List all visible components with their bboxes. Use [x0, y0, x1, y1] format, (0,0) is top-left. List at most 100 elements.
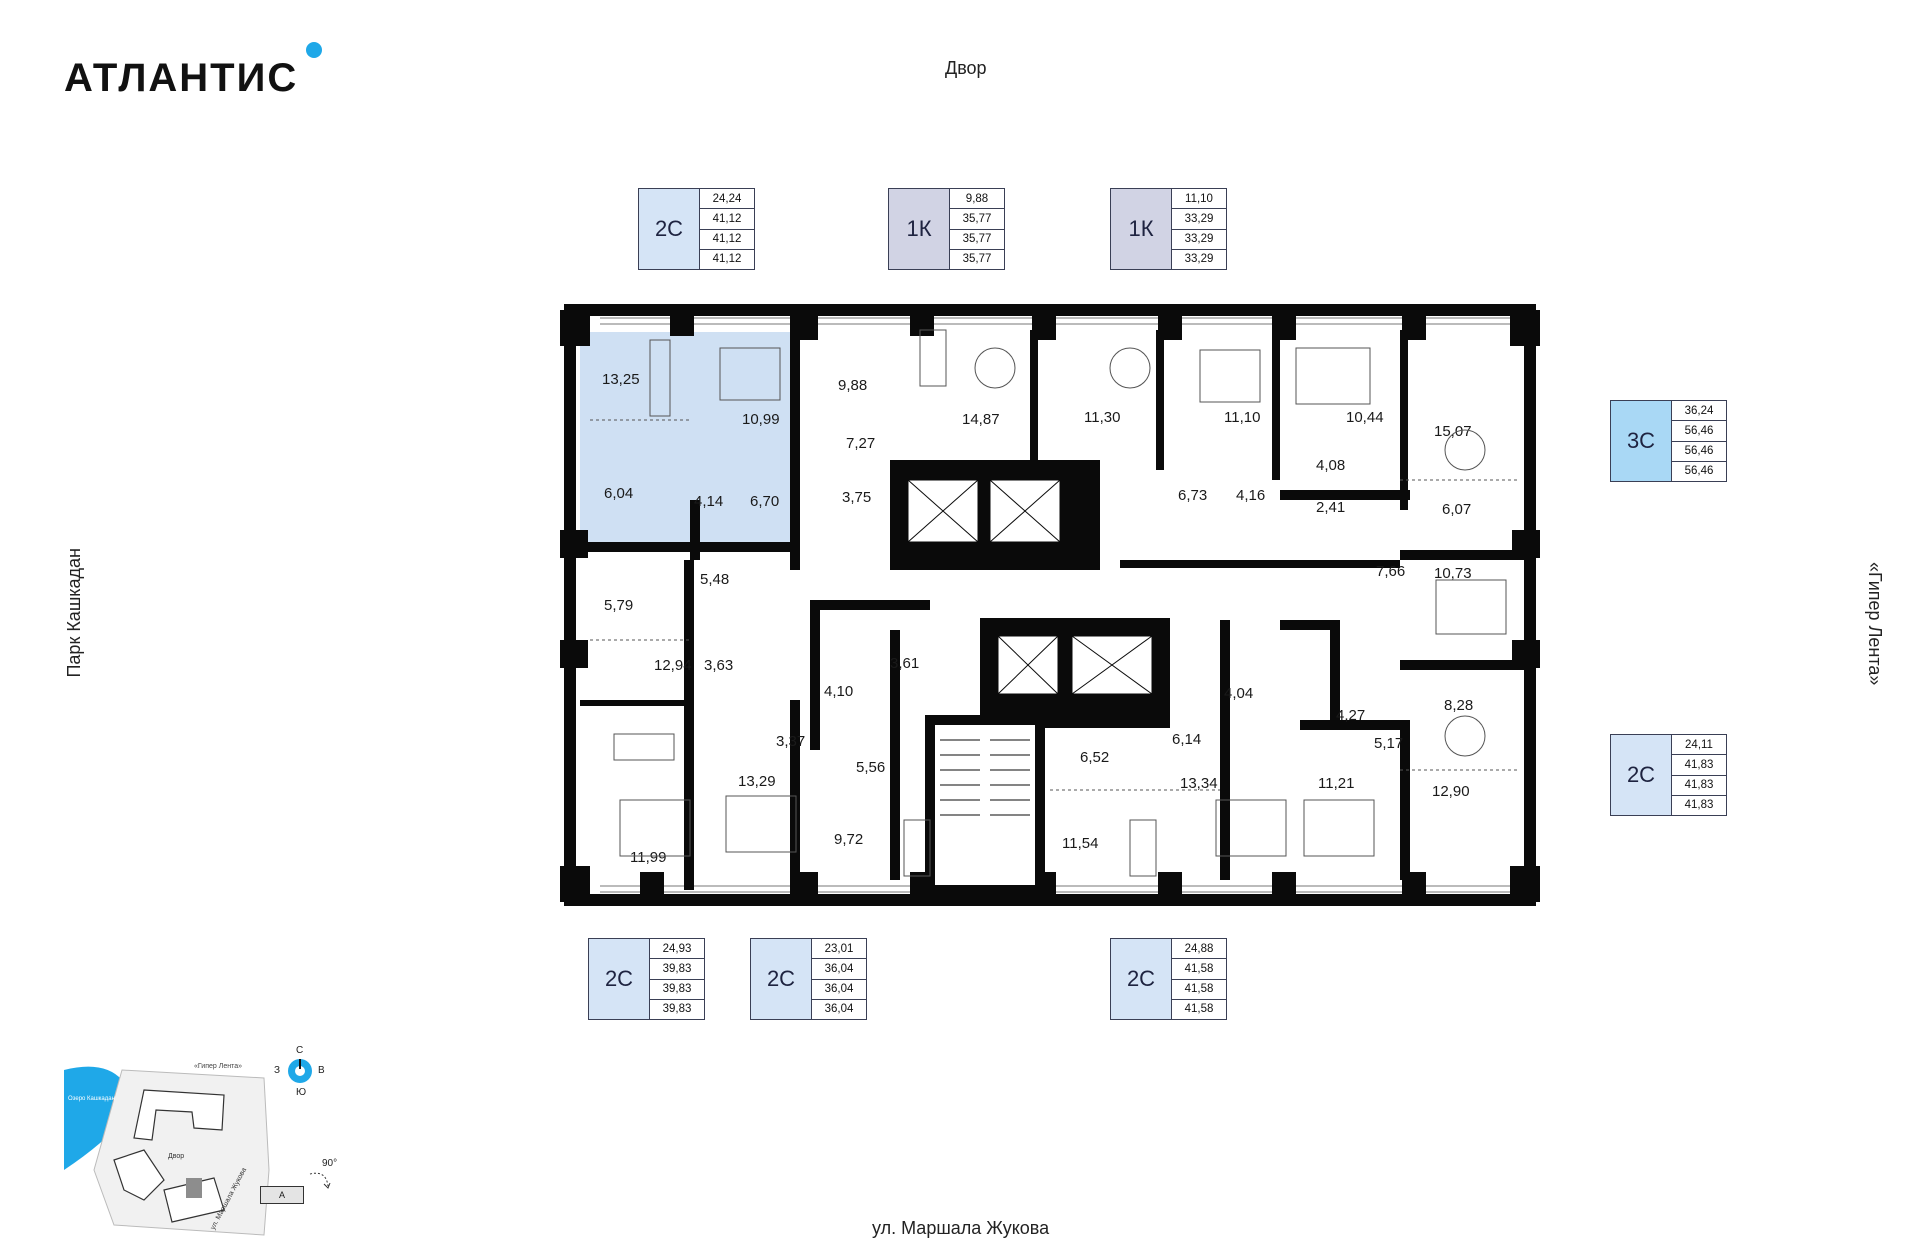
- rotation-label: 90°: [322, 1158, 338, 1169]
- room-area: 3,37: [776, 733, 805, 750]
- apartment-areas: 9,88 35,77 35,77 35,77: [950, 189, 1004, 269]
- room-area: 6,73: [1178, 487, 1207, 504]
- area-value: 39,83: [650, 980, 704, 1000]
- room-area: 13,34: [1180, 775, 1218, 792]
- area-value: 36,04: [824, 1003, 854, 1016]
- area-value: 36,04: [812, 959, 866, 980]
- area-value: 33,29: [1184, 253, 1214, 266]
- apartment-card[interactable]: 2С 23,01 36,04 36,04 36,04: [750, 938, 867, 1020]
- compass-icon: [288, 1059, 312, 1083]
- apartment-areas: 11,10 33,29 33,29 33,29: [1172, 189, 1226, 269]
- room-area: 13,25: [602, 371, 640, 388]
- windows: [600, 317, 1520, 893]
- orientation-top-label: Двор: [945, 58, 987, 78]
- sitemap-label-yard: Двор: [168, 1153, 184, 1160]
- area-value: 41,58: [1172, 980, 1226, 1000]
- area-value: 39,83: [650, 959, 704, 980]
- room-area: 5,56: [856, 759, 885, 776]
- area-value: 24,11: [1672, 735, 1726, 756]
- room-area: 6,70: [750, 493, 779, 510]
- room-area: 4,10: [824, 683, 853, 700]
- current-building[interactable]: [186, 1178, 202, 1198]
- area-value: 41,83: [1684, 799, 1714, 812]
- room-area: 12,94: [654, 657, 692, 674]
- highlighted-apartment[interactable]: [580, 332, 794, 542]
- room-area: 11,30: [1084, 409, 1120, 426]
- rotation-arrow-icon: [309, 1172, 331, 1189]
- apartment-type: 2С: [1611, 735, 1672, 815]
- lake-shape: [64, 1066, 123, 1170]
- apartment-type: 1К: [1111, 189, 1172, 269]
- partition-walls: [580, 330, 1530, 890]
- area-value: 35,77: [950, 230, 1004, 250]
- area-value: 33,29: [1172, 230, 1226, 250]
- area-value: 41,58: [1184, 1003, 1214, 1016]
- room-area: 2,41: [1316, 499, 1345, 516]
- area-value: 39,83: [662, 1003, 692, 1016]
- orientation-bottom-label: ул. Маршала Жукова: [872, 1218, 1050, 1238]
- area-value: 41,12: [712, 253, 742, 266]
- compass-west: З: [274, 1065, 281, 1076]
- area-value: 9,88: [950, 189, 1004, 210]
- floor-plan: 13,25 10,99 9,88 14,87 11,30 11,10 10,44…: [560, 304, 1540, 906]
- area-value: 41,83: [1672, 755, 1726, 776]
- room-labels: 13,25 10,99 9,88 14,87 11,30 11,10 10,44…: [602, 371, 1473, 866]
- sitemap-label-hyper: «Гипер Лента»: [194, 1063, 242, 1070]
- apartment-type: 3С: [1611, 401, 1672, 481]
- site-map: «Гипер Лента» Озеро Кашкадан Двор ул. Ма…: [64, 1063, 270, 1236]
- section-marker: А: [260, 1186, 304, 1204]
- area-value: 56,46: [1672, 442, 1726, 462]
- area-value: 35,77: [962, 253, 992, 266]
- apartment-card[interactable]: 2С 24,11 41,83 41,83 41,83: [1610, 734, 1727, 816]
- apartment-type: 2С: [1111, 939, 1172, 1019]
- compass: С Ю З В: [270, 1035, 350, 1115]
- room-area: 11,21: [1318, 775, 1354, 792]
- apartment-card[interactable]: 1К 11,10 33,29 33,29 33,29: [1110, 188, 1227, 270]
- area-value: 35,77: [950, 209, 1004, 230]
- area-value: 24,93: [650, 939, 704, 960]
- room-area: 10,99: [742, 411, 780, 428]
- furniture: [613, 329, 1507, 877]
- area-value: 33,29: [1172, 209, 1226, 230]
- apartment-type: 2С: [589, 939, 650, 1019]
- room-area: 15,07: [1434, 423, 1472, 440]
- room-area: 7,27: [846, 435, 875, 452]
- room-area: 4,08: [1316, 457, 1345, 474]
- area-value: 41,83: [1672, 776, 1726, 796]
- apartment-card[interactable]: 1К 9,88 35,77 35,77 35,77: [888, 188, 1005, 270]
- area-value: 56,46: [1684, 465, 1714, 478]
- apartment-card[interactable]: 2С 24,93 39,83 39,83 39,83: [588, 938, 705, 1020]
- compass-south: Ю: [296, 1087, 307, 1098]
- room-area: 4,04: [1224, 685, 1253, 702]
- apartment-card[interactable]: 3С 36,24 56,46 56,46 56,46: [1610, 400, 1727, 482]
- area-value: 24,88: [1172, 939, 1226, 960]
- room-area: 3,75: [842, 489, 871, 506]
- logo-dot-icon: [306, 42, 323, 58]
- sitemap-label-lake: Озеро Кашкадан: [68, 1096, 115, 1102]
- area-value: 41,12: [700, 230, 754, 250]
- area-value: 56,46: [1672, 421, 1726, 442]
- apartment-type: 2С: [751, 939, 812, 1019]
- compass-east: В: [318, 1065, 325, 1076]
- orientation-left-label: Парк Кашкадан: [64, 548, 84, 678]
- room-area: 12,90: [1432, 783, 1470, 800]
- room-area: 9,72: [834, 831, 863, 848]
- room-area: 4,16: [1236, 487, 1265, 504]
- area-value: 24,24: [700, 189, 754, 210]
- room-area: 5,79: [604, 597, 633, 614]
- orientation-right-label: «Гипер Лента»: [1865, 562, 1885, 686]
- area-value: 41,12: [700, 209, 754, 230]
- room-area: 6,07: [1442, 501, 1471, 518]
- room-area: 5,48: [700, 571, 729, 588]
- apartment-card[interactable]: 2С 24,88 41,58 41,58 41,58: [1110, 938, 1227, 1020]
- apartment-areas: 24,24 41,12 41,12 41,12: [700, 189, 754, 269]
- apartment-card[interactable]: 2С 24,24 41,12 41,12 41,12: [638, 188, 755, 270]
- room-area: 7,66: [1376, 563, 1405, 580]
- room-area: 6,04: [604, 485, 633, 502]
- building-core: [890, 460, 1170, 895]
- room-area: 4,27: [1336, 707, 1365, 724]
- apartment-areas: 24,93 39,83 39,83 39,83: [650, 939, 704, 1019]
- room-area: 9,88: [838, 377, 867, 394]
- room-area: 11,54: [1062, 835, 1098, 852]
- apartment-areas: 24,88 41,58 41,58 41,58: [1172, 939, 1226, 1019]
